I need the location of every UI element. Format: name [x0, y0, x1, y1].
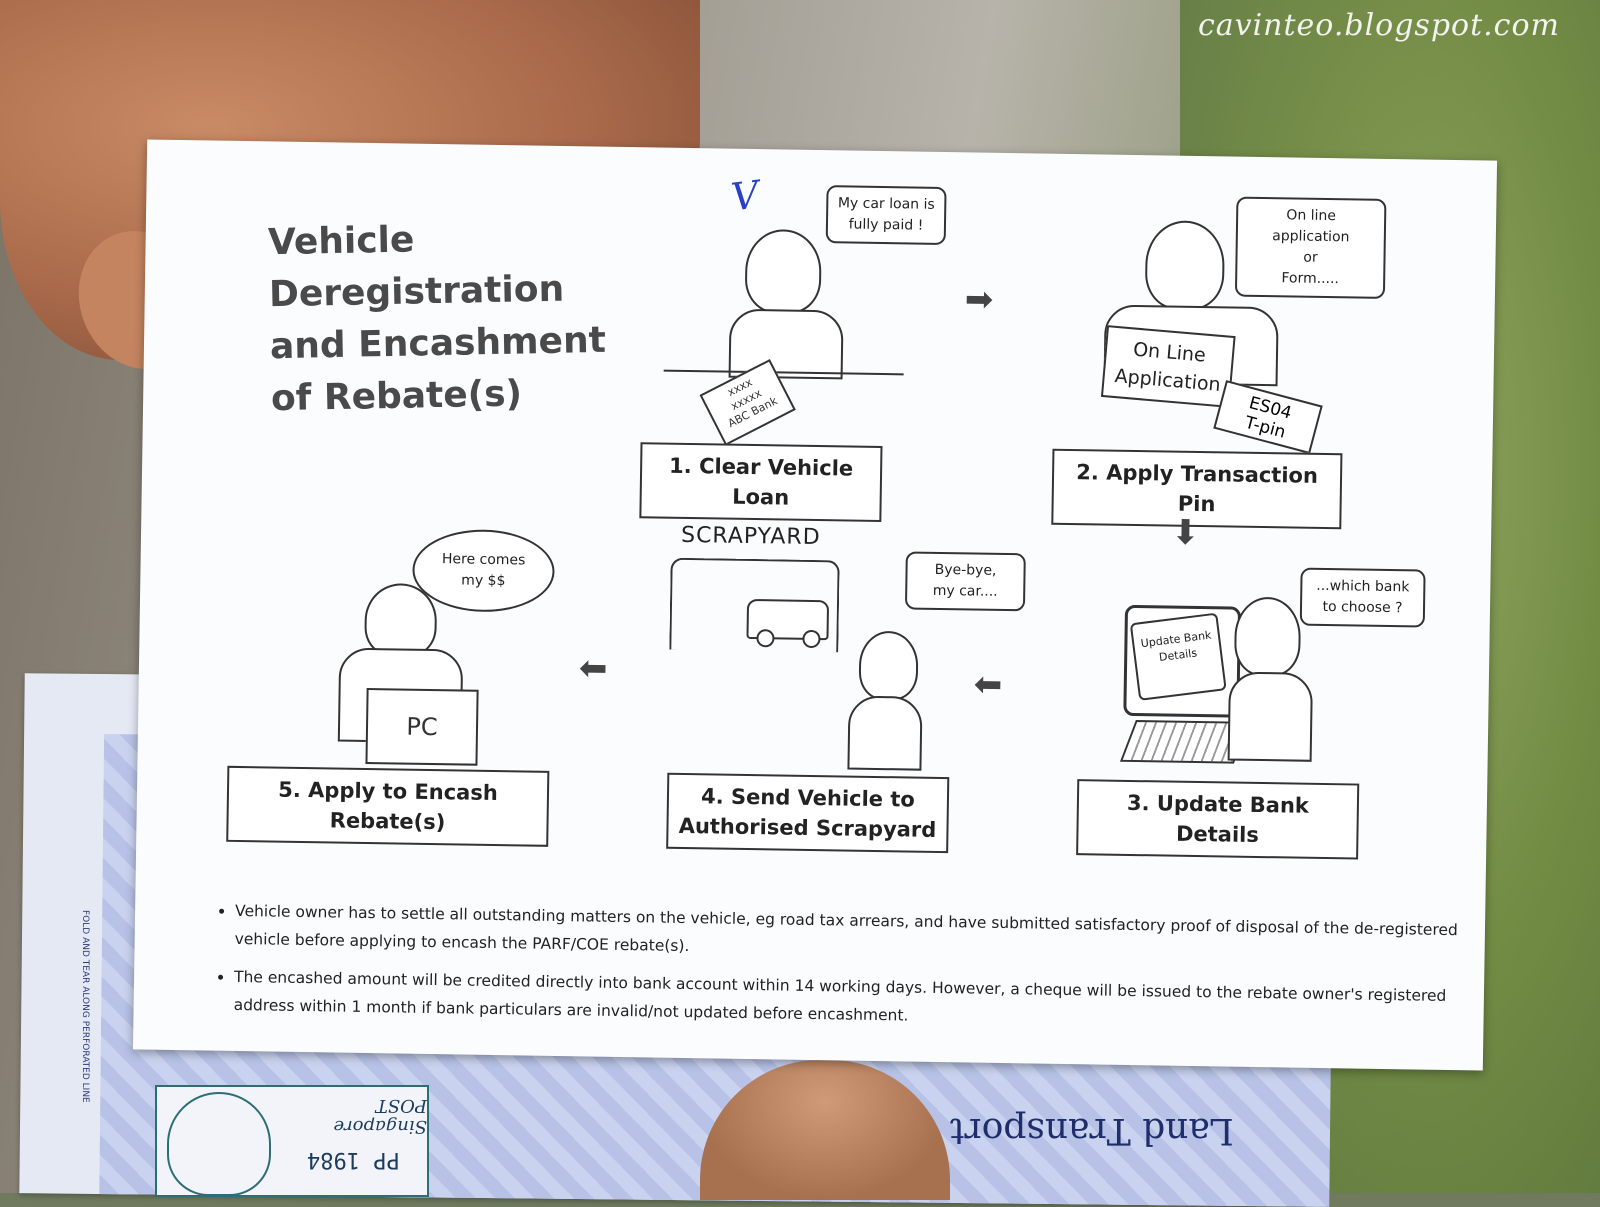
- step-3-label: 3. Update Bank Details: [1076, 779, 1360, 860]
- bubble-line: My car loan is: [837, 195, 935, 213]
- bubble-line: On line application: [1272, 207, 1350, 246]
- man-scrapyard-head: [858, 630, 919, 701]
- online-application-sign: On Line Application: [1100, 325, 1236, 408]
- monitor-screen: Update Bank Details: [1129, 612, 1227, 701]
- arrow-left-icon: ⬅: [578, 648, 608, 689]
- speech-bubble-online: On line application or Form.....: [1234, 196, 1387, 299]
- speech-bubble-loan: My car loan is fully paid !: [825, 185, 947, 246]
- info-sheet: V Vehicle Deregistration and Encashment …: [132, 139, 1498, 1071]
- man-scrapyard-body: [847, 695, 923, 771]
- arrow-right-icon: ➡: [964, 279, 994, 320]
- title-line: Deregistration: [268, 268, 565, 316]
- pen-mark: V: [728, 172, 762, 220]
- bubble-line: to choose ?: [1322, 598, 1403, 617]
- title-line: and Encashment: [269, 319, 607, 368]
- bubble-line: Bye-bye,: [934, 561, 997, 579]
- perforation-label: FOLD AND TEAR ALONG PERFORATED LINE: [80, 910, 90, 1103]
- postage-stamp: Singapore POST PP 1984: [155, 1085, 429, 1197]
- bubble-line: or: [1303, 249, 1318, 266]
- step-4-label: 4. Send Vehicle to Authorised Scrapyard: [666, 772, 950, 854]
- title-line: of Rebate(s): [270, 373, 523, 420]
- man-bank-body: [1227, 671, 1313, 762]
- note-item: Vehicle owner has to settle all outstand…: [234, 896, 1485, 972]
- step-5-label: 5. Apply to Encash Rebate(s): [226, 765, 550, 847]
- speech-bubble-bank: ...which bank to choose ?: [1299, 567, 1426, 628]
- orchid-icon: [167, 1092, 271, 1196]
- man-online-head: [1144, 220, 1226, 311]
- sheet-title: Vehicle Deregistration and Encashment of…: [267, 211, 607, 425]
- step-1-label: 1. Clear Vehicle Loan: [639, 442, 883, 523]
- note-item: The encashed amount will be credited dir…: [233, 962, 1484, 1038]
- happy-man-body: [728, 308, 844, 380]
- bubble-line: my car....: [932, 582, 998, 600]
- back-form-agency: Land Transport: [950, 1110, 1234, 1151]
- arrow-left-icon: ⬅: [973, 664, 1003, 705]
- thought-cloud-money: Here comes my $$: [411, 528, 556, 613]
- laptop-pc: PC: [365, 687, 479, 766]
- happy-man-head: [744, 228, 822, 315]
- cloud-line: Here comes: [441, 551, 526, 569]
- postage-code: PP 1984: [307, 1147, 400, 1172]
- bubble-line: ...which bank: [1316, 577, 1410, 596]
- tpin-card: ES04 T-pin: [1213, 380, 1323, 455]
- step-4-line: Authorised Scrapyard: [678, 813, 937, 842]
- cloud-line: my $$: [461, 572, 506, 590]
- watermark: cavinteo.blogspot.com: [1197, 8, 1560, 43]
- notes-list: Vehicle owner has to settle all outstand…: [193, 896, 1485, 1048]
- bubble-line: Form.....: [1281, 270, 1340, 288]
- step-4-line: 4. Send Vehicle to: [700, 784, 916, 812]
- bubble-line: fully paid !: [848, 216, 924, 234]
- arrow-down-icon: ⬇: [1170, 512, 1200, 554]
- post-brand: Singapore POST: [333, 1095, 427, 1137]
- man-bank-head: [1233, 596, 1302, 677]
- scrapyard-label: SCRAPYARD: [680, 522, 821, 551]
- title-line: Vehicle: [267, 219, 415, 264]
- speech-bubble-bye: Bye-bye, my car....: [904, 551, 1026, 612]
